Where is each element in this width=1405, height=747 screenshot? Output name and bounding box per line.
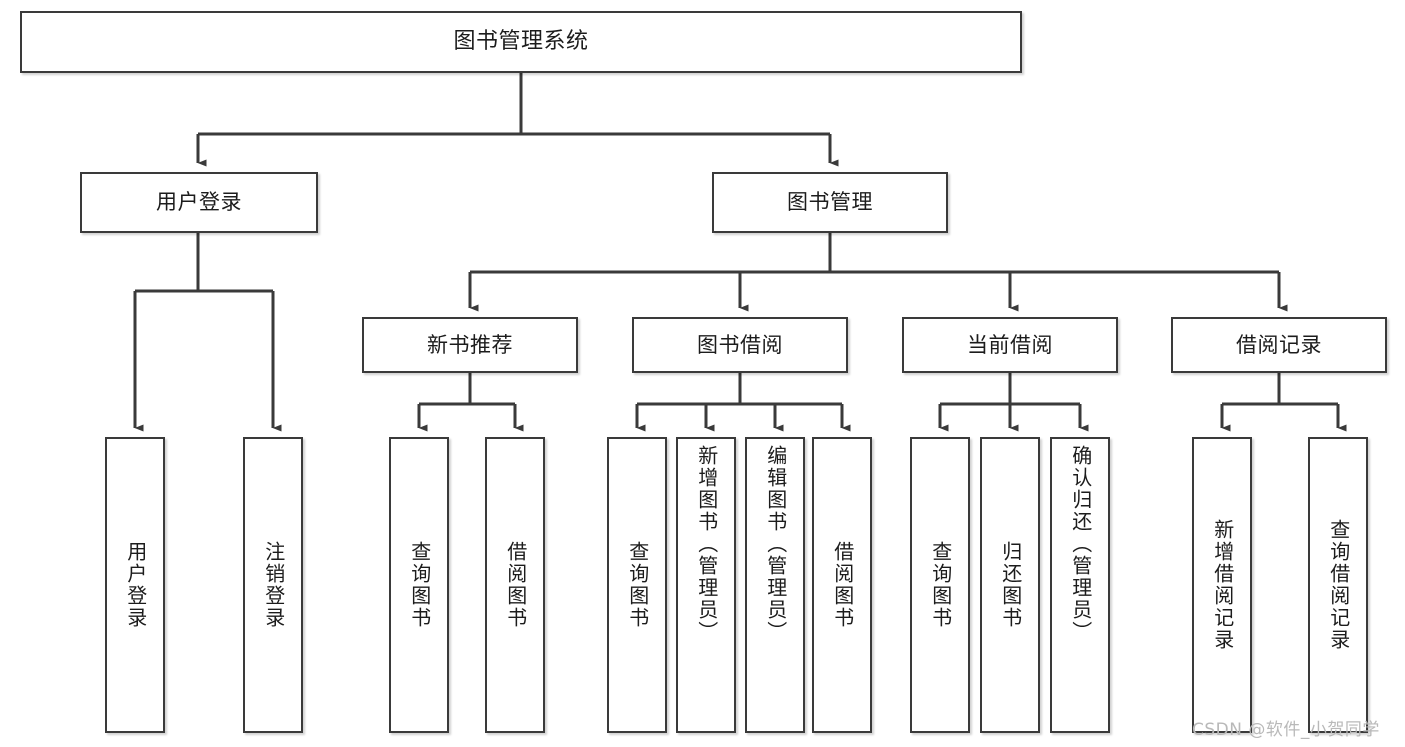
leaf-book-borrow-query[interactable]: 查询图书: [607, 437, 667, 733]
leaf-book-borrow-edit[interactable]: 编辑图书（管理员）: [745, 437, 805, 733]
node-label: 图书管理: [787, 190, 873, 215]
node-label: 借阅图书: [503, 541, 528, 629]
node-label: 归还图书: [998, 541, 1023, 629]
leaf-borrow-record-add[interactable]: 新增借阅记录: [1192, 437, 1252, 733]
node-label: 查询借阅记录: [1326, 519, 1351, 651]
node-current-borrow[interactable]: 当前借阅: [902, 317, 1118, 373]
leaf-new-book-borrow[interactable]: 借阅图书: [485, 437, 545, 733]
node-book-management[interactable]: 图书管理: [712, 172, 948, 233]
node-root-book-management-system[interactable]: 图书管理系统: [20, 11, 1022, 73]
leaf-current-borrow-return[interactable]: 归还图书: [980, 437, 1040, 733]
leaf-borrow-record-query[interactable]: 查询借阅记录: [1308, 437, 1368, 733]
leaf-book-borrow-add[interactable]: 新增图书（管理员）: [676, 437, 736, 733]
watermark-text: CSDN @软件_小贺同学: [1192, 720, 1380, 740]
node-book-borrow[interactable]: 图书借阅: [632, 317, 848, 373]
node-new-book-recommend[interactable]: 新书推荐: [362, 317, 578, 373]
node-label: 借阅记录: [1236, 332, 1322, 357]
node-label: 查询图书: [625, 541, 650, 629]
node-label: 当前借阅: [967, 332, 1053, 357]
leaf-new-book-query[interactable]: 查询图书: [389, 437, 449, 733]
node-label: 用户登录: [123, 541, 148, 629]
leaf-user-login-login[interactable]: 用户登录: [105, 437, 165, 733]
node-label: 编辑图书（管理员）: [763, 445, 788, 643]
node-label: 确认归还（管理员）: [1068, 445, 1093, 643]
node-label: 注销登录: [261, 541, 286, 629]
node-user-login[interactable]: 用户登录: [80, 172, 318, 233]
node-label: 借阅图书: [830, 541, 855, 629]
node-label: 图书借阅: [697, 332, 783, 357]
leaf-user-login-logout[interactable]: 注销登录: [243, 437, 303, 733]
node-label: 查询图书: [928, 541, 953, 629]
leaf-current-borrow-confirm-return[interactable]: 确认归还（管理员）: [1050, 437, 1110, 733]
leaf-current-borrow-query[interactable]: 查询图书: [910, 437, 970, 733]
node-label: 新书推荐: [427, 332, 513, 357]
node-label: 查询图书: [407, 541, 432, 629]
leaf-book-borrow-borrow[interactable]: 借阅图书: [812, 437, 872, 733]
node-label: 图书管理系统: [453, 28, 589, 54]
node-label: 新增借阅记录: [1210, 519, 1235, 651]
node-label: 用户登录: [156, 190, 242, 215]
node-label: 新增图书（管理员）: [694, 445, 719, 643]
node-borrow-record[interactable]: 借阅记录: [1171, 317, 1387, 373]
